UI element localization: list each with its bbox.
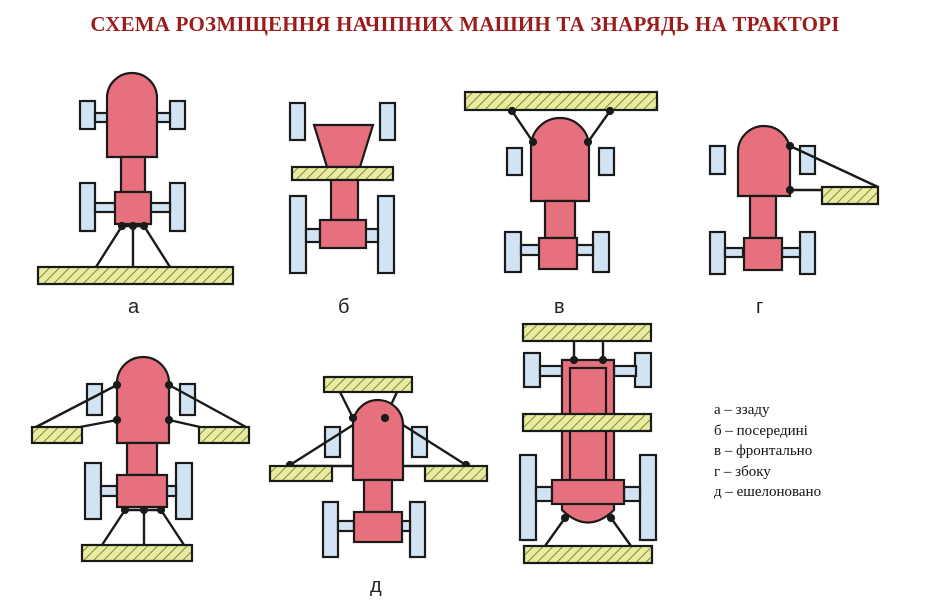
implement <box>423 464 489 483</box>
label-g: г <box>756 296 763 318</box>
scheme-combined-2 <box>518 322 658 565</box>
front-wheel <box>522 351 542 389</box>
rear-wheel <box>503 230 523 274</box>
scheme-a <box>36 71 235 286</box>
legend-item-b: б – посередині <box>714 422 808 439</box>
implement <box>36 265 235 286</box>
rear-wheel <box>288 194 308 275</box>
front-wheel <box>633 351 653 389</box>
tractor-cab <box>318 218 368 250</box>
scheme-combined-1 <box>30 355 251 563</box>
tractor-cab <box>537 236 579 271</box>
front-wheel <box>168 99 187 131</box>
tractor-hood <box>529 116 591 203</box>
implement <box>521 322 653 343</box>
diagram-title: СХЕМА РОЗМІЩЕННЯ НАЧІПНИХ МАШИН ТА ЗНАРЯ… <box>90 12 840 36</box>
rear-wheel <box>591 230 611 274</box>
implement <box>80 543 194 563</box>
implement <box>521 412 653 433</box>
tractor-hood <box>115 355 171 445</box>
implement <box>268 464 334 483</box>
scheme-d <box>268 375 489 559</box>
rear-wheel <box>518 453 538 542</box>
implement <box>197 425 251 445</box>
rear-wheel <box>174 461 194 521</box>
rear-wheel <box>78 181 97 233</box>
legend-item-g: г – збоку <box>714 463 771 480</box>
tractor-cab <box>113 190 153 226</box>
front-wheel <box>78 99 97 131</box>
rear-wheel <box>321 500 340 559</box>
implement <box>322 375 414 394</box>
rear-wheel <box>638 453 658 542</box>
scheme-g <box>708 124 880 276</box>
front-wheel <box>505 146 524 177</box>
legend-item-d: д – ешелоновано <box>714 484 822 500</box>
rear-wheel <box>168 181 187 233</box>
legend: а – ззаду б – посередині в – фронтально … <box>714 400 821 503</box>
legend-item-v: в – фронтально <box>714 443 813 459</box>
tractor-hood <box>736 124 792 198</box>
front-wheel <box>378 101 397 142</box>
scheme-b <box>288 101 397 275</box>
front-wheel <box>597 146 616 177</box>
front-wheel <box>708 144 727 176</box>
label-d: д <box>370 575 382 597</box>
tractor-hood <box>105 71 159 159</box>
rear-wheel <box>798 230 817 276</box>
scheme-v <box>463 90 659 274</box>
front-wheel <box>798 144 817 176</box>
label-v: в <box>554 296 565 318</box>
tractor-cab <box>115 473 169 509</box>
implement <box>820 185 880 206</box>
tractor-hood <box>351 398 405 482</box>
front-wheel <box>288 101 307 142</box>
tractor-cab <box>352 510 404 544</box>
hopper <box>312 123 375 169</box>
implement <box>290 165 395 182</box>
implement <box>463 90 659 112</box>
label-a: а <box>128 296 140 318</box>
tractor-cab <box>742 236 784 272</box>
rear-wheel <box>376 194 396 275</box>
legend-item-a: а – ззаду <box>714 402 770 418</box>
rear-wheel <box>708 230 727 276</box>
rear-wheel <box>83 461 103 521</box>
front-wheel <box>178 382 197 417</box>
label-b: б <box>338 296 349 318</box>
implement <box>30 425 84 445</box>
implement <box>522 544 654 565</box>
rear-wheel <box>408 500 427 559</box>
tractor-cab <box>550 478 626 506</box>
